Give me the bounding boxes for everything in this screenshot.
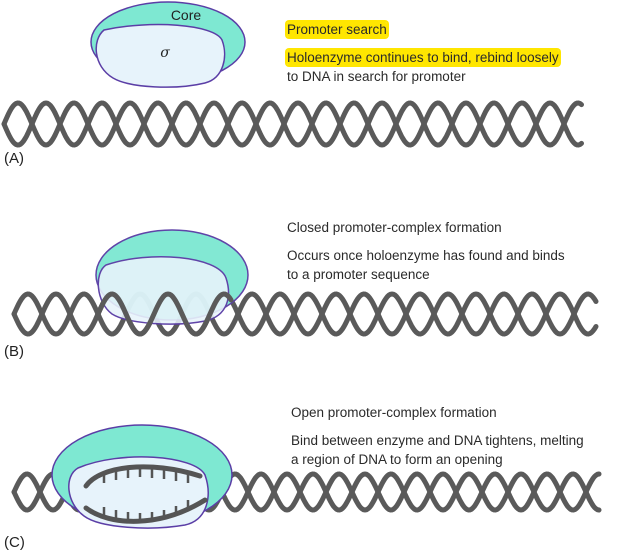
sigma-label: σ xyxy=(160,45,170,61)
panel-a-label: (A) xyxy=(4,150,24,167)
panel-c-desc-line-1: Bind between enzyme and DNA tightens, me… xyxy=(291,433,584,448)
core-label: Core xyxy=(171,7,202,23)
panel-a-enzyme: Core σ xyxy=(90,1,246,88)
dna-strand xyxy=(11,291,599,337)
panel-c-desc-line-2: a region of DNA to form an opening xyxy=(291,452,503,467)
panel-b-label: (B) xyxy=(4,343,24,360)
panel-b-desc-line-1: Occurs once holoenzyme has found and bin… xyxy=(287,248,565,263)
dna-helix-front xyxy=(93,291,234,337)
panel-a-desc-line-2: to DNA in search for promoter xyxy=(287,69,466,84)
panel-c-text: Open promoter-complex formation Bind bet… xyxy=(291,403,584,469)
panel-b-desc-line-2: to a promoter sequence xyxy=(287,267,430,282)
sigma-subunit xyxy=(95,23,226,88)
dna-open-bubble xyxy=(83,464,208,524)
panel-b-text: Closed promoter-complex formation Occurs… xyxy=(287,218,565,284)
panel-c-title: Open promoter-complex formation xyxy=(291,405,497,420)
panel-a-title: Promoter search xyxy=(287,22,387,37)
dna-strand xyxy=(93,291,234,337)
panel-b-enzyme xyxy=(95,229,249,325)
dna-strand xyxy=(1,100,584,148)
panel-b-title: Closed promoter-complex formation xyxy=(287,220,502,235)
panel-c-label: (C) xyxy=(4,534,25,551)
dna-strand xyxy=(1,100,584,148)
dna-helix xyxy=(1,100,584,148)
melted-base-ticks xyxy=(102,468,190,522)
panel-a-text: Promoter search Holoenzyme continues to … xyxy=(287,20,559,86)
panel-a-desc-line-1: Holoenzyme continues to bind, rebind loo… xyxy=(287,50,559,65)
panel-c-enzyme xyxy=(51,424,233,529)
